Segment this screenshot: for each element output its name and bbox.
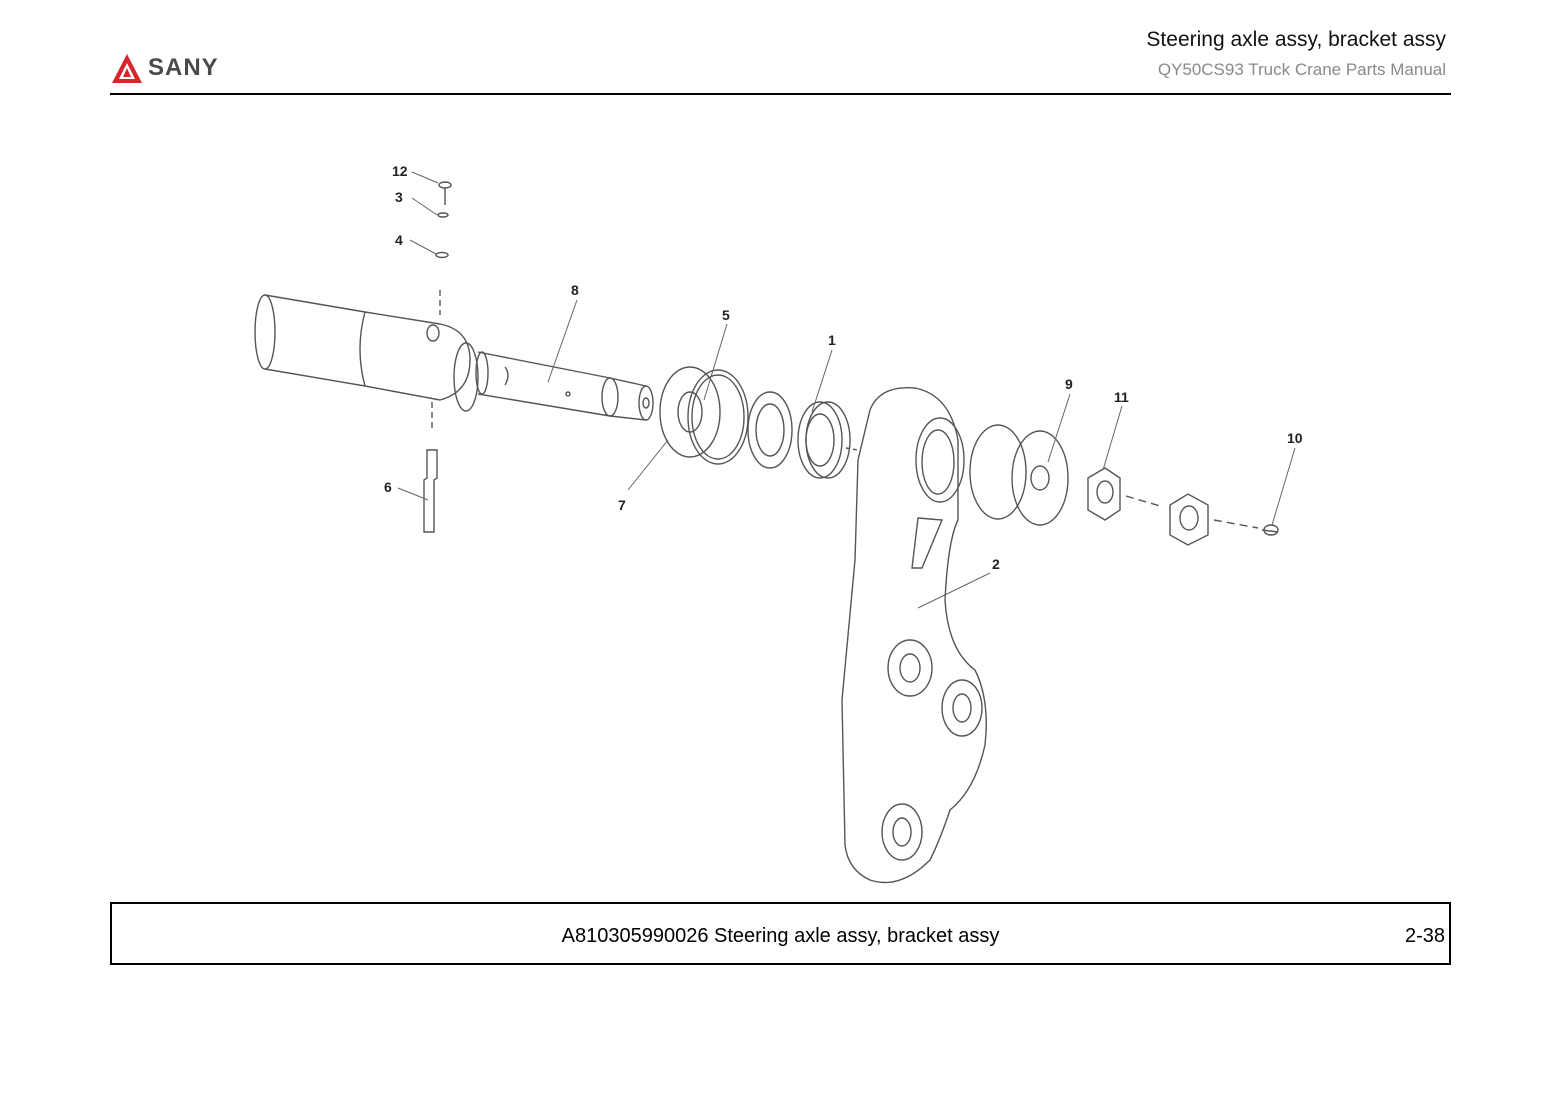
callout-7: 7	[618, 497, 626, 513]
callouts: 12 3 4 8 5 1 9 11 10 6 7 2	[384, 163, 1303, 572]
manual-subtitle: QY50CS93 Truck Crane Parts Manual	[1157, 60, 1446, 79]
part-8-axle	[254, 294, 654, 421]
sany-logo-icon	[112, 54, 142, 83]
page-title: Steering axle assy, bracket assy	[1146, 28, 1446, 51]
callout-1: 1	[828, 332, 836, 348]
callout-5: 5	[722, 307, 730, 323]
callout-6: 6	[384, 479, 392, 495]
part-10-cotter-pin	[1261, 524, 1279, 536]
exploded-parts-diagram: 12 3 4 8 5 1 9 11 10 6 7 2	[254, 163, 1303, 884]
callout-10: 10	[1287, 430, 1303, 446]
part-11-nuts	[1087, 467, 1259, 546]
parts-7-5-rings	[659, 366, 749, 465]
callout-8: 8	[571, 282, 579, 298]
center-line	[845, 447, 859, 451]
page-number: 2-38	[1404, 925, 1445, 947]
leader-lines	[397, 171, 1296, 609]
figure-caption: A810305990026 Steering axle assy, bracke…	[561, 925, 1000, 947]
part-1-bearings	[747, 391, 851, 479]
callout-3: 3	[395, 189, 403, 205]
callout-9: 9	[1065, 376, 1073, 392]
sany-logo: SANY	[110, 52, 240, 86]
part-6-pin	[423, 402, 438, 533]
header-divider	[110, 93, 1451, 95]
parts-12-3-4	[435, 181, 452, 315]
callout-4: 4	[395, 232, 403, 248]
callout-11: 11	[1114, 389, 1129, 405]
brand-name: SANY	[148, 54, 219, 81]
callout-2: 2	[992, 556, 1000, 572]
caption-box: A810305990026 Steering axle assy, bracke…	[110, 902, 1451, 965]
callout-12: 12	[392, 163, 408, 179]
part-9-washer	[969, 424, 1069, 526]
part-2-bracket	[841, 386, 987, 884]
